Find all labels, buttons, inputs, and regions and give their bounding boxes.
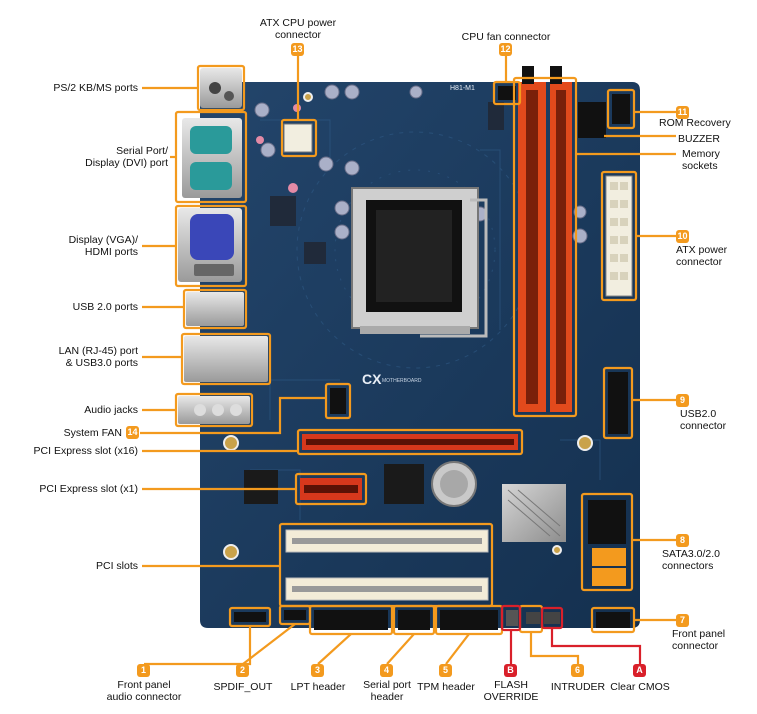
callout-frames <box>140 56 676 666</box>
badge-3: 3 <box>311 664 324 677</box>
chipset <box>244 461 566 542</box>
label-buzzer: BUZZER <box>678 133 720 145</box>
usb20-ports <box>186 292 244 326</box>
dimm-sockets <box>518 66 572 412</box>
badge-10: 10 <box>676 230 689 243</box>
badge-b: B <box>504 664 517 677</box>
badge-6: 6 <box>571 664 584 677</box>
capacitors <box>254 84 588 264</box>
badge-5: 5 <box>439 664 452 677</box>
label-lpt: LPT header <box>290 681 346 693</box>
label-cpu-fan: CPU fan connector <box>461 31 551 43</box>
pcie-x16-slot <box>302 434 518 450</box>
badge-12: 12 <box>499 43 512 56</box>
badge-9: 9 <box>676 394 689 407</box>
label-spdif: SPDIF_OUT <box>213 681 273 693</box>
board-model: H81-M1 <box>450 85 475 92</box>
atx-power <box>605 175 633 297</box>
label-system-fan: System FAN <box>63 427 122 439</box>
label-lan-usb3: LAN (RJ-45) port& USB3.0 ports <box>58 345 138 369</box>
badge-a: A <box>633 664 646 677</box>
badge-14: 14 <box>126 426 139 439</box>
badge-13: 13 <box>291 43 304 56</box>
label-rom-recovery: ROM Recovery <box>659 117 731 129</box>
pcie-x1-slot <box>300 478 362 500</box>
badge-2: 2 <box>236 664 249 677</box>
board-subtitle: MOTHERBOARD <box>382 378 422 384</box>
headers <box>234 86 630 630</box>
callout-frames-red <box>500 604 642 664</box>
label-pcie-x1: PCI Express slot (x1) <box>39 483 138 495</box>
badge-8: 8 <box>676 534 689 547</box>
label-pci-slots: PCI slots <box>95 560 138 572</box>
pci-slots <box>285 529 489 601</box>
rear-io <box>178 68 268 424</box>
board-brand: CX <box>362 371 382 387</box>
label-clear-cmos: Clear CMOS <box>610 681 670 693</box>
label-audio-jacks: Audio jacks <box>84 404 138 416</box>
label-vga-hdmi: Display (VGA)/HDMI ports <box>68 234 138 258</box>
label-intruder: INTRUDER <box>550 681 606 693</box>
badge-11: 11 <box>676 106 689 119</box>
badge-7: 7 <box>676 614 689 627</box>
label-ps2-ports: PS/2 KB/MS ports <box>53 82 138 94</box>
label-tpm: TPM header <box>417 681 475 693</box>
label-usb20-ports: USB 2.0 ports <box>72 301 138 313</box>
label-pcie-x16: PCI Express slot (x16) <box>33 445 138 457</box>
label-serial-dvi: Serial Port/Display (DVI) port <box>85 145 168 169</box>
badge-1: 1 <box>137 664 150 677</box>
badge-4: 4 <box>380 664 393 677</box>
sata-ports <box>588 500 626 586</box>
cpu-socket <box>351 187 488 338</box>
lan-usb3-ports <box>184 336 268 382</box>
